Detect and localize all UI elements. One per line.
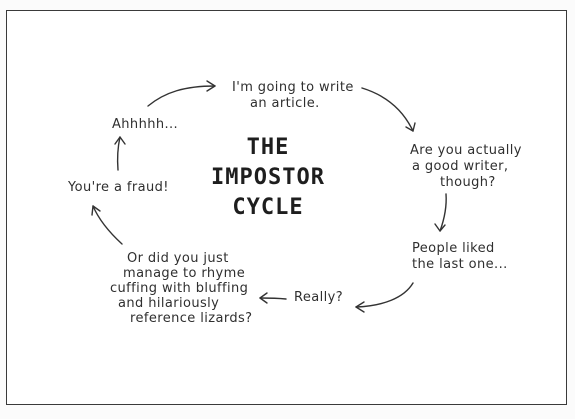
- step-line: reference lizards?: [130, 311, 253, 326]
- step-line: a good writer,: [412, 159, 509, 174]
- step-fraud: You're a fraud!: [68, 180, 169, 196]
- arrow-write-to-writer: [361, 87, 414, 132]
- arrow-ahh-to-write: [147, 85, 216, 107]
- arrow-writer-to-people: [439, 193, 447, 232]
- step-line: I'm going to write: [232, 80, 354, 95]
- arrow-ahh-to-write-head: [206, 80, 216, 92]
- arrow-really-to-rhyme-head: [259, 292, 268, 304]
- step-write-article: I'm going to write an article.: [232, 80, 354, 112]
- step-good-writer: Are you actually a good writer, though?: [410, 143, 522, 191]
- step-line: the last one...: [412, 257, 508, 272]
- step-rhyme: Or did you just manage to rhyme cuffing …: [110, 251, 252, 326]
- title-line: IMPOSTOR: [211, 165, 325, 190]
- step-line: manage to rhyme: [123, 266, 246, 281]
- step-ahhhhh: Ahhhhh...: [112, 117, 178, 133]
- arrow-rhyme-to-fraud: [92, 205, 123, 245]
- step-line: though?: [440, 175, 496, 190]
- step-line: Really?: [294, 290, 344, 305]
- arrow-fraud-to-ahh-head: [114, 136, 126, 145]
- arrow-people-to-really: [355, 282, 414, 308]
- diagram-frame: [6, 10, 567, 405]
- diagram-title: THE IMPOSTOR CYCLE: [203, 133, 333, 223]
- step-line: cuffing with bluffing: [110, 281, 249, 296]
- step-line: You're a fraud!: [68, 180, 169, 195]
- step-really: Really?: [294, 290, 343, 306]
- title-line: THE: [246, 135, 290, 160]
- arrow-people-to-really-head: [355, 301, 365, 313]
- step-line: and hilariously: [118, 296, 220, 311]
- title-line: CYCLE: [232, 195, 304, 220]
- step-line: an article.: [250, 96, 320, 111]
- arrow-writer-to-people-head: [434, 223, 446, 232]
- arrow-fraud-to-ahh: [116, 136, 121, 171]
- step-line: Or did you just: [127, 251, 229, 266]
- arrow-write-to-writer-head: [405, 122, 416, 132]
- arrow-rhyme-to-fraud-head: [91, 205, 101, 216]
- arrow-really-to-rhyme: [259, 297, 287, 300]
- step-line: Are you actually: [410, 143, 522, 158]
- step-line: Ahhhhh...: [112, 117, 179, 132]
- step-people-liked: People liked the last one...: [412, 241, 508, 273]
- step-line: People liked: [412, 241, 495, 256]
